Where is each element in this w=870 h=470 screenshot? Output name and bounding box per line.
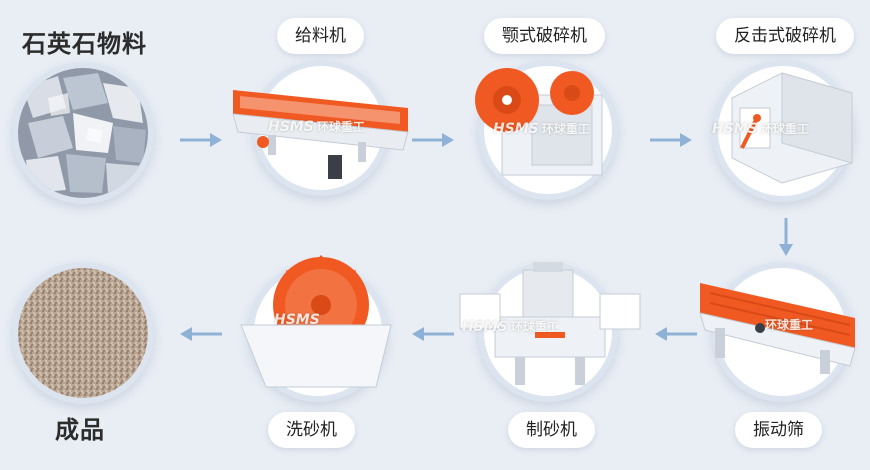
quartz-stone-image [12,62,154,204]
feeder-machine [232,90,409,179]
arrow-right-icon [412,132,454,148]
arrow-right-icon [180,132,222,148]
sand-washer-machine [240,255,392,388]
arrow-left-icon [412,326,454,342]
sand-maker-machine [459,262,641,385]
jaw-crusher-machine [475,68,603,176]
arrow-right-icon [650,132,692,148]
stage-label-impact-crusher: 反击式破碎机 [716,18,854,54]
stage-label-feeder: 给料机 [277,18,364,54]
impact-crusher-machine [731,72,853,184]
stage-label-jaw-crusher: 颚式破碎机 [484,18,605,54]
finished-product-title: 成品 [55,416,105,444]
fine-sand-texture [18,268,148,398]
brand-logo: 环球重工 [765,318,814,332]
brand-logo: HSMS [274,312,320,328]
stage-label-sand-washer: 洗砂机 [268,412,355,448]
arrow-left-icon [655,326,697,342]
source-material-title: 石英石物料 [22,30,147,58]
finished-product-image [12,262,154,404]
stage-label-sand-maker: 制砂机 [508,412,595,448]
stage-label-vibrating-screen: 振动筛 [735,412,822,448]
arrow-left-icon [180,326,222,342]
quartz-stone-texture [18,68,148,198]
arrow-down-icon [778,218,794,256]
vibrating-screen-machine [699,283,856,374]
